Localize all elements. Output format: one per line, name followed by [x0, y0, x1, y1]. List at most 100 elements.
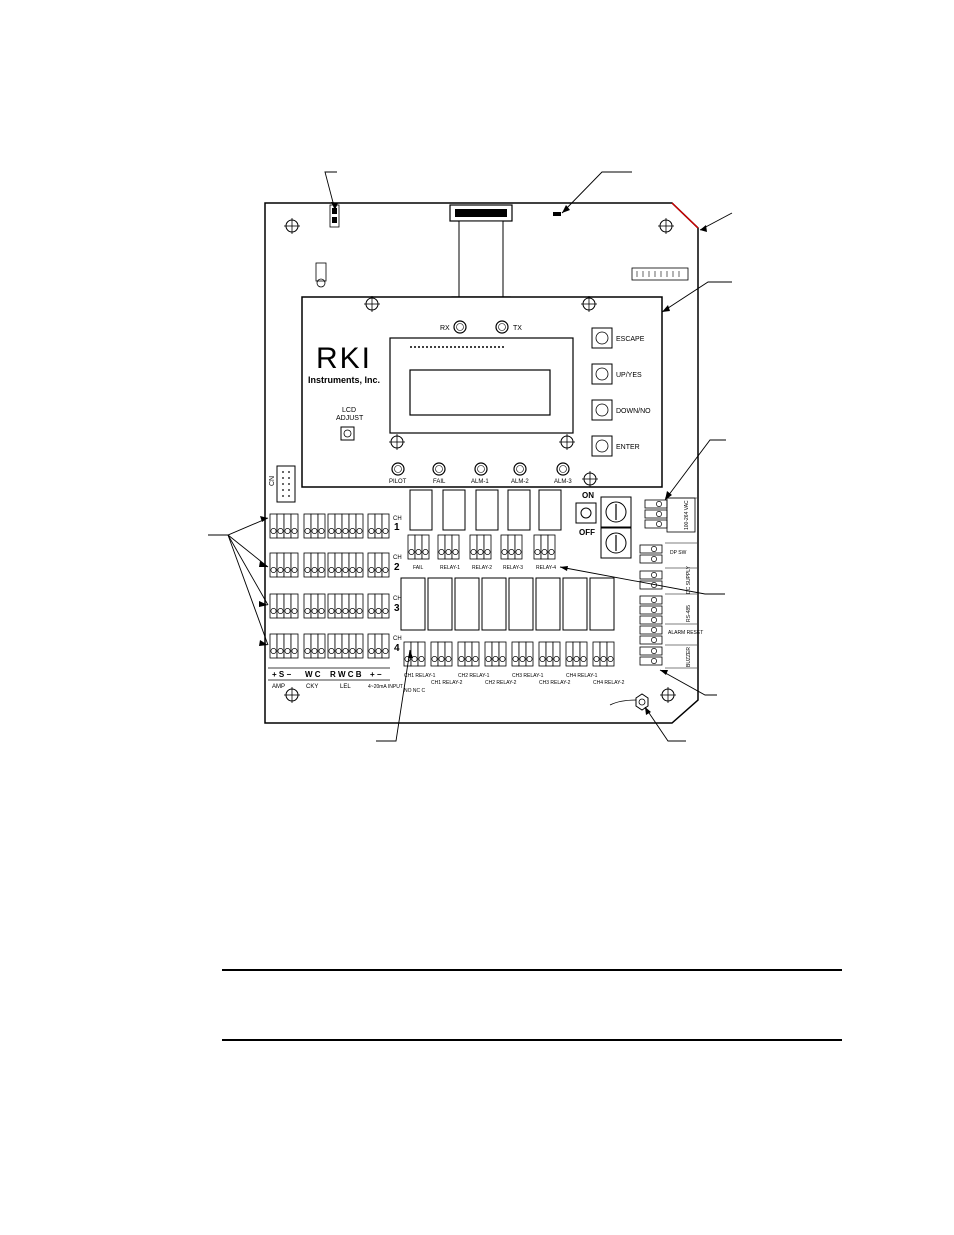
- mounting-screw: [283, 217, 301, 235]
- lcd-adjust-label-1: LCD: [342, 407, 356, 414]
- ch2-relay1-label: CH2 RELAY-1: [458, 673, 490, 679]
- ch-relay: [589, 577, 615, 631]
- programming-connector: [631, 267, 689, 281]
- relay-1: [442, 489, 466, 531]
- lcd-adjust-label-2: ADJUST: [336, 415, 364, 422]
- up-yes-label: UP/YES: [616, 372, 642, 379]
- ch-relay: [535, 577, 561, 631]
- alarm-reset-terminal[interactable]: [639, 625, 663, 645]
- channel-input-terminals: [269, 513, 390, 659]
- ch-relay: [400, 577, 426, 631]
- lel-terminal-label: R W C B: [330, 670, 362, 679]
- top-relay-label-3: RELAY-3: [503, 565, 523, 571]
- relay-contact-label: NO NC C: [404, 688, 426, 694]
- cky-sublabel: CKY: [306, 684, 318, 690]
- sensor-part: [315, 262, 327, 282]
- ch3-terminals[interactable]: [269, 593, 390, 619]
- power-on-label: ON: [582, 491, 594, 500]
- tx-label: TX: [513, 325, 522, 332]
- ch2-terminals[interactable]: [269, 552, 390, 578]
- lel-sublabel: LEL: [340, 684, 351, 690]
- tx-led: [495, 320, 509, 334]
- divider-bottom: [222, 1039, 842, 1041]
- bottom-relay-terminals[interactable]: [403, 641, 615, 667]
- ch-relay: [562, 577, 588, 631]
- pilot-label: PILOT: [389, 479, 407, 485]
- lcd-adjust-pot[interactable]: [340, 426, 355, 441]
- ch2-number: 2: [394, 562, 400, 573]
- escape-button[interactable]: ESCAPE: [591, 327, 645, 349]
- ch-relay: [481, 577, 507, 631]
- top-relay-label-4: RELAY-4: [536, 565, 556, 571]
- callout-lines: [208, 171, 733, 742]
- mounting-screw: [283, 686, 301, 704]
- ch1-label: CH: [393, 516, 402, 522]
- alm3-led: [556, 462, 570, 476]
- dp-switch-terminal[interactable]: [639, 544, 663, 564]
- ch4-relay1-label: CH4 RELAY-1: [566, 673, 598, 679]
- relay-fail: [409, 489, 433, 531]
- power-switch[interactable]: [575, 502, 597, 524]
- ac-power-terminal[interactable]: [644, 499, 668, 529]
- relay-3: [507, 489, 531, 531]
- ch2-relay2-label: CH2 RELAY-2: [485, 680, 517, 686]
- ribbon-cable: [458, 220, 504, 300]
- alm2-led: [513, 462, 527, 476]
- mounting-screw: [657, 217, 675, 235]
- relay-4: [538, 489, 562, 531]
- top-relay-terminals[interactable]: [407, 534, 556, 560]
- ch3-label: CH: [393, 596, 402, 602]
- rs485-terminal[interactable]: [639, 595, 663, 625]
- ch2-label: CH: [393, 555, 402, 561]
- cn-connector: [276, 465, 296, 503]
- escape-label: ESCAPE: [616, 336, 645, 343]
- fail-label: FAIL: [433, 479, 446, 485]
- cn-label: CN: [269, 476, 276, 486]
- input-terminal-label: + −: [370, 670, 382, 679]
- top-relay-label-2: RELAY-2: [472, 565, 492, 571]
- dc-supply-label: DC SUPPLY: [686, 565, 692, 594]
- arrowheads: [259, 202, 707, 715]
- alm2-label: ALM-2: [511, 479, 529, 485]
- alm3-label: ALM-3: [554, 479, 572, 485]
- ch4-number: 4: [394, 643, 400, 654]
- alm1-label: ALM-1: [471, 479, 489, 485]
- dp-switch-label: DP SW: [670, 550, 687, 556]
- divider-top: [222, 969, 842, 971]
- fail-led: [432, 462, 446, 476]
- ch4-label: CH: [393, 636, 402, 642]
- buzzer-terminal[interactable]: [639, 646, 663, 666]
- ch3-relay2-label: CH3 RELAY-2: [539, 680, 571, 686]
- ch3-relay1-label: CH3 RELAY-1: [512, 673, 544, 679]
- rs485-label: RS-485: [686, 605, 692, 622]
- ch1-terminals[interactable]: [269, 513, 390, 539]
- ch1-relay1-label: CH1 RELAY-1: [404, 673, 436, 679]
- alm1-led: [474, 462, 488, 476]
- input-sublabel: 4~20mA INPUT: [368, 684, 403, 690]
- ch1-number: 1: [394, 522, 400, 533]
- alarm-reset-label: ALARM RESET: [668, 630, 703, 636]
- cky-terminal-label: W C: [305, 670, 321, 679]
- dc-supply-terminal[interactable]: [639, 570, 663, 590]
- enter-button[interactable]: ENTER: [591, 435, 640, 457]
- pilot-led: [391, 462, 405, 476]
- relay-2: [475, 489, 499, 531]
- down-no-button[interactable]: DOWN/NO: [591, 399, 651, 421]
- lcd-screen: [409, 369, 551, 416]
- ch4-relay2-label: CH4 RELAY-2: [593, 680, 625, 686]
- rx-label: RX: [440, 325, 450, 332]
- amp-sublabel: AMP: [272, 684, 285, 690]
- rx-led: [453, 320, 467, 334]
- ac-power-label: 100-264 VAC: [684, 500, 690, 530]
- down-no-label: DOWN/NO: [616, 408, 651, 415]
- power-off-label: OFF: [579, 528, 595, 537]
- ch3-number: 3: [394, 603, 400, 614]
- mounting-screw: [659, 686, 677, 704]
- company-name: Instruments, Inc.: [308, 375, 380, 385]
- ch4-terminals[interactable]: [269, 633, 390, 659]
- rki-logo: RKI: [316, 342, 372, 375]
- up-yes-button[interactable]: UP/YES: [591, 363, 642, 385]
- buzzer-label: BUZZER: [686, 647, 692, 667]
- ground-stud: [609, 693, 649, 711]
